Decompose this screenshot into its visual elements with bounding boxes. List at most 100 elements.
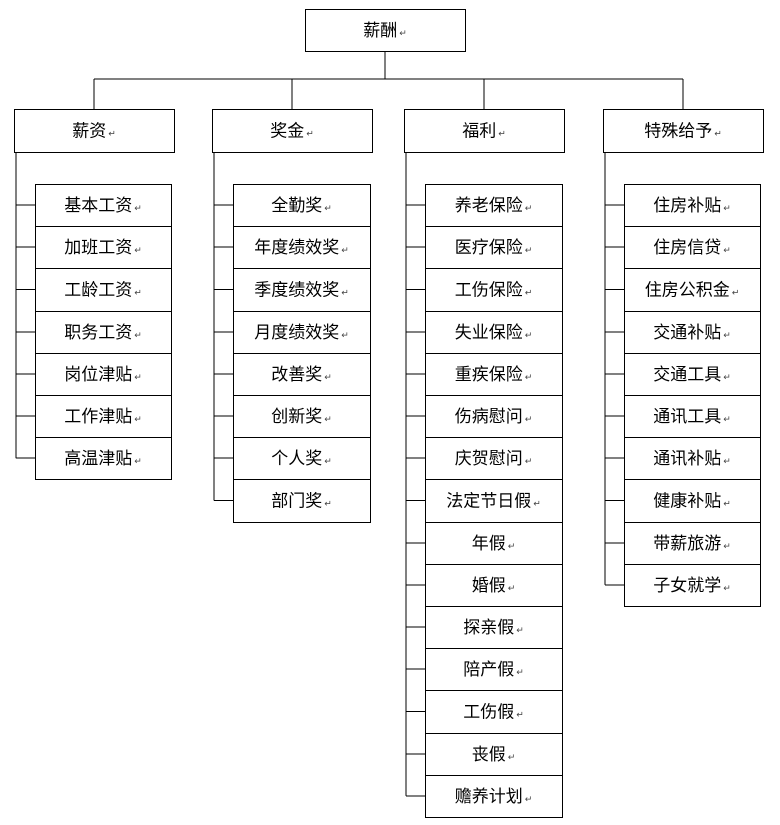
category-box-2-frame — [404, 109, 565, 153]
item-box-1-3-frame — [233, 311, 371, 354]
item-box-1-2-label: 季度绩效奖↵ — [254, 281, 349, 301]
item-box-3-1-label: 住房信贷↵ — [653, 238, 731, 258]
item-box-3-5-frame — [624, 395, 761, 438]
category-box-0-frame — [14, 109, 175, 153]
item-box-2-2: 工伤保险↵ — [425, 268, 563, 312]
item-box-3-2-frame — [624, 268, 761, 312]
item-box-1-1: 年度绩效奖↵ — [233, 226, 371, 269]
paragraph-mark-icon: ↵ — [723, 584, 731, 594]
item-box-3-7: 健康补贴↵ — [624, 479, 761, 523]
item-box-1-2-frame — [233, 268, 371, 312]
item-box-0-3-frame — [35, 311, 172, 354]
item-box-0-5-label: 工作津贴↵ — [64, 407, 142, 427]
item-box-0-2: 工龄工资↵ — [35, 268, 172, 312]
category-box-3: 特殊给予↵ — [603, 109, 764, 153]
item-box-2-6: 庆贺慰问↵ — [425, 437, 563, 480]
paragraph-mark-icon: ↵ — [134, 415, 142, 425]
paragraph-mark-icon: ↵ — [134, 204, 142, 214]
item-box-3-0-frame — [624, 184, 761, 227]
item-box-1-7-frame — [233, 479, 371, 523]
item-box-1-3-label: 月度绩效奖↵ — [254, 323, 349, 343]
item-box-1-6-label: 个人奖↵ — [271, 449, 332, 469]
item-box-2-14-label: 赡养计划↵ — [455, 787, 533, 807]
chart-boxes: 薪酬↵薪资↵基本工资↵加班工资↵工龄工资↵职务工资↵岗位津贴↵工作津贴↵高温津贴… — [14, 9, 764, 818]
item-box-2-3: 失业保险↵ — [425, 311, 563, 354]
item-box-2-13-label: 丧假↵ — [472, 745, 516, 765]
item-box-2-4-frame — [425, 353, 563, 396]
item-box-3-8: 带薪旅游↵ — [624, 522, 761, 565]
item-box-2-1-frame — [425, 226, 563, 269]
paragraph-mark-icon: ↵ — [723, 246, 731, 256]
item-box-2-10: 探亲假↵ — [425, 606, 563, 649]
paragraph-mark-icon: ↵ — [108, 130, 116, 140]
item-box-3-5-label: 通讯工具↵ — [653, 407, 731, 427]
item-box-2-1-label: 医疗保险↵ — [455, 238, 533, 258]
item-box-3-5: 通讯工具↵ — [624, 395, 761, 438]
item-box-1-0-frame — [233, 184, 371, 227]
category-box-0-label: 薪资↵ — [72, 122, 116, 142]
category-box-1-frame — [212, 109, 373, 153]
paragraph-mark-icon: ↵ — [723, 373, 731, 383]
paragraph-mark-icon: ↵ — [508, 584, 516, 594]
paragraph-mark-icon: ↵ — [324, 373, 332, 383]
item-box-1-0: 全勤奖↵ — [233, 184, 371, 227]
root-box-label: 薪酬↵ — [363, 21, 407, 41]
paragraph-mark-icon: ↵ — [341, 246, 349, 256]
item-box-1-0-label: 全勤奖↵ — [271, 196, 332, 216]
paragraph-mark-icon: ↵ — [134, 373, 142, 383]
paragraph-mark-icon: ↵ — [341, 289, 349, 299]
paragraph-mark-icon: ↵ — [525, 289, 533, 299]
category-box-2: 福利↵ — [404, 109, 565, 153]
paragraph-mark-icon: ↵ — [134, 457, 142, 467]
paragraph-mark-icon: ↵ — [306, 130, 314, 140]
item-box-2-4-label: 重疾保险↵ — [455, 365, 533, 385]
item-box-0-1: 加班工资↵ — [35, 226, 172, 269]
item-box-3-9-frame — [624, 564, 761, 607]
item-box-2-12-label: 工伤假↵ — [463, 703, 524, 723]
item-box-0-0-frame — [35, 184, 172, 227]
item-box-0-3-label: 职务工资↵ — [64, 323, 142, 343]
paragraph-mark-icon: ↵ — [525, 415, 533, 425]
item-box-2-7: 法定节日假↵ — [425, 479, 563, 523]
item-box-3-7-frame — [624, 479, 761, 523]
item-box-3-1-frame — [624, 226, 761, 269]
item-box-2-5-label: 伤病慰问↵ — [455, 407, 533, 427]
paragraph-mark-icon: ↵ — [723, 542, 731, 552]
item-box-3-3-label: 交通补贴↵ — [653, 323, 731, 343]
paragraph-mark-icon: ↵ — [525, 246, 533, 256]
category-box-3-frame — [603, 109, 764, 153]
item-box-2-3-frame — [425, 311, 563, 354]
item-box-1-7-label: 部门奖↵ — [271, 492, 332, 512]
paragraph-mark-icon: ↵ — [525, 331, 533, 341]
item-box-3-6: 通讯补贴↵ — [624, 437, 761, 480]
item-box-2-12: 工伤假↵ — [425, 690, 563, 734]
paragraph-mark-icon: ↵ — [525, 204, 533, 214]
item-box-2-5: 伤病慰问↵ — [425, 395, 563, 438]
item-box-2-8-label: 年假↵ — [472, 534, 516, 554]
category-box-1: 奖金↵ — [212, 109, 373, 153]
item-box-3-9: 子女就学↵ — [624, 564, 761, 607]
paragraph-mark-icon: ↵ — [732, 289, 740, 299]
item-box-2-2-label: 工伤保险↵ — [455, 281, 533, 301]
item-box-1-2: 季度绩效奖↵ — [233, 268, 371, 312]
item-box-0-2-frame — [35, 268, 172, 312]
item-box-0-1-label: 加班工资↵ — [64, 238, 142, 258]
item-box-1-5-label: 创新奖↵ — [271, 407, 332, 427]
item-box-2-5-frame — [425, 395, 563, 438]
item-box-3-1: 住房信贷↵ — [624, 226, 761, 269]
paragraph-mark-icon: ↵ — [134, 246, 142, 256]
category-box-0: 薪资↵ — [14, 109, 175, 153]
item-box-3-6-frame — [624, 437, 761, 480]
paragraph-mark-icon: ↵ — [498, 130, 506, 140]
item-box-1-4-frame — [233, 353, 371, 396]
paragraph-mark-icon: ↵ — [516, 626, 524, 636]
paragraph-mark-icon: ↵ — [723, 415, 731, 425]
paragraph-mark-icon: ↵ — [324, 457, 332, 467]
item-box-1-4: 改善奖↵ — [233, 353, 371, 396]
item-box-3-6-label: 通讯补贴↵ — [653, 449, 731, 469]
item-box-3-0: 住房补贴↵ — [624, 184, 761, 227]
item-box-3-7-label: 健康补贴↵ — [653, 492, 731, 512]
item-box-2-10-frame — [425, 606, 563, 649]
paragraph-mark-icon: ↵ — [516, 668, 524, 678]
